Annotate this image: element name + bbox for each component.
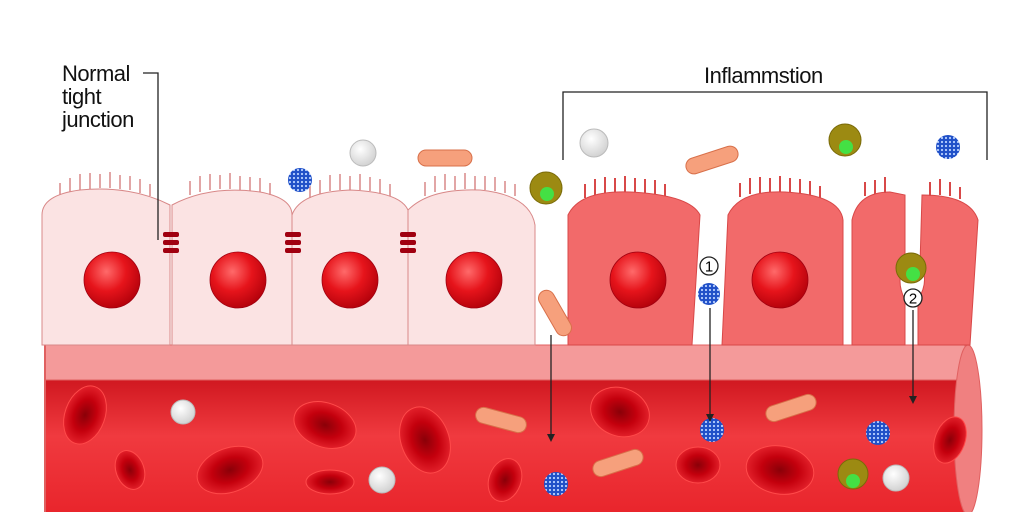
- marker-2-label: 2: [909, 291, 917, 308]
- white-blood-cells: [170, 128, 910, 494]
- red-blood-cells: [63, 385, 967, 502]
- label-line-1: Normal: [62, 61, 130, 86]
- inflammation-label: Inflammstion: [704, 63, 823, 88]
- bacteria: [417, 145, 817, 478]
- step-markers: 1 2: [699, 256, 923, 308]
- lymphocytes: [288, 135, 960, 496]
- marker-1-label: 1: [705, 259, 713, 276]
- callout-lines: [143, 72, 988, 438]
- normal-tight-junction-label: Normal tight junction: [62, 62, 134, 131]
- microvilli-normal: [59, 172, 516, 198]
- macrophages: [529, 123, 927, 490]
- label-line-2: tight: [62, 84, 102, 109]
- cell-nuclei: [83, 251, 809, 309]
- label-line-3: junction: [62, 107, 134, 132]
- arrowheads: [547, 396, 917, 442]
- tight-junctions: [163, 232, 416, 253]
- microvilli-inflamed: [584, 176, 961, 199]
